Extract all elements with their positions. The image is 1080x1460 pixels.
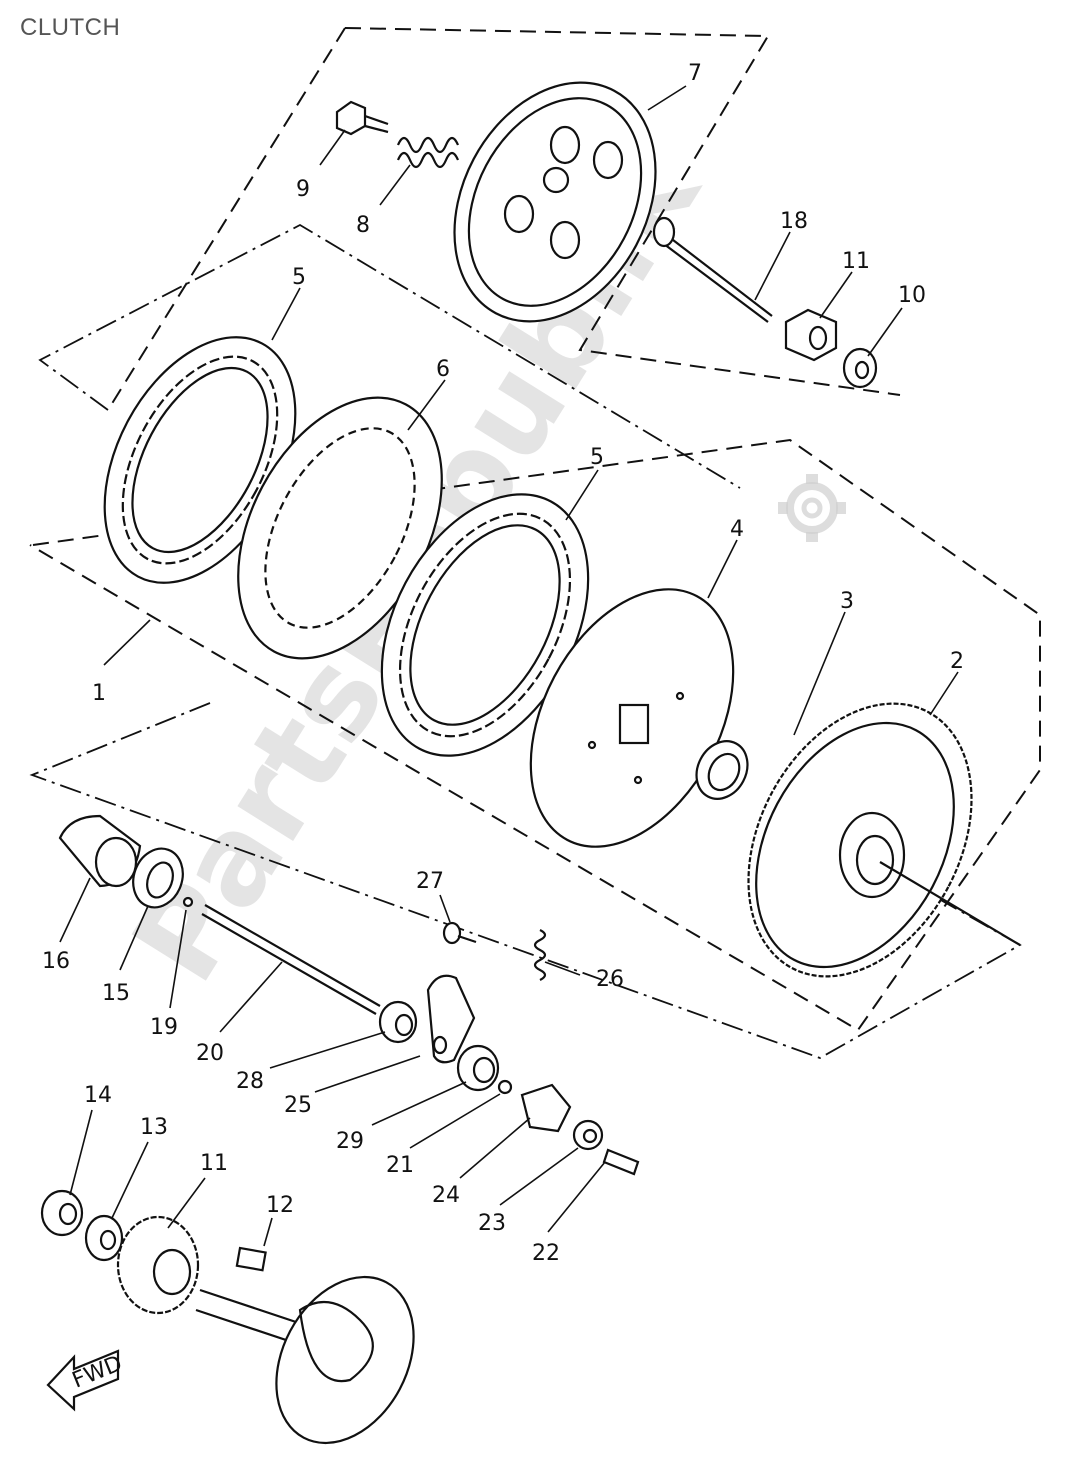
callout-23: 23 xyxy=(478,1211,506,1236)
leader-lines xyxy=(59,85,959,1247)
callout-labels: 7 9 8 18 11 10 5 6 5 4 3 2 1 16 15 19 20… xyxy=(42,61,964,1266)
callout-5-left: 5 xyxy=(292,265,306,290)
callout-17: 16 xyxy=(42,949,70,974)
lock-washer xyxy=(842,347,878,389)
callout-1: 1 xyxy=(92,681,106,706)
callout-20: 20 xyxy=(196,1041,224,1066)
collar xyxy=(378,1000,418,1044)
callout-28: 28 xyxy=(236,1069,264,1094)
callout-19: 19 xyxy=(150,1015,178,1040)
callout-11: 11 xyxy=(842,249,870,274)
key xyxy=(235,1246,267,1272)
push-lever xyxy=(426,974,476,1064)
nut xyxy=(784,308,838,362)
thrust-washer xyxy=(695,740,749,800)
callout-15: 14 xyxy=(84,1083,112,1108)
callout-2: 2 xyxy=(950,649,964,674)
clutch-plate xyxy=(237,396,443,660)
callout-4: 4 xyxy=(730,517,744,542)
clutch-spring xyxy=(396,136,460,169)
callout-16: 15 xyxy=(102,981,130,1006)
adjuster xyxy=(520,1083,572,1133)
oil-seal xyxy=(456,1044,500,1092)
callout-6: 6 xyxy=(436,357,450,382)
callout-24: 24 xyxy=(432,1183,460,1208)
callout-5-right: 5 xyxy=(590,445,604,470)
return-spring xyxy=(533,929,547,981)
callout-7: 7 xyxy=(688,61,702,86)
callout-14: 13 xyxy=(140,1115,168,1140)
primary-driven-gear xyxy=(747,702,1021,978)
callout-13: 12 xyxy=(266,1193,294,1218)
callout-21: 21 xyxy=(386,1153,414,1178)
push-rod xyxy=(652,216,773,323)
clutch-bolt xyxy=(335,100,389,136)
callout-22: 22 xyxy=(532,1241,560,1266)
pressure-plate xyxy=(453,81,657,323)
adjusting-screw xyxy=(602,1148,640,1176)
primary-drive-gear xyxy=(116,1215,200,1315)
drive-washer xyxy=(84,1214,124,1262)
callout-9: 9 xyxy=(296,177,310,202)
steel-ball xyxy=(182,896,194,908)
gear-icon xyxy=(778,474,846,542)
callout-12: 11 xyxy=(200,1151,228,1176)
screw xyxy=(442,921,477,945)
fwd-arrow-icon: FWD xyxy=(46,1349,126,1412)
crank-nut xyxy=(40,1189,84,1237)
callout-8: 8 xyxy=(356,213,370,238)
callout-27: 27 xyxy=(416,869,444,894)
callout-25: 25 xyxy=(284,1093,312,1118)
callout-26: 26 xyxy=(596,967,624,992)
callout-18: 18 xyxy=(780,209,808,234)
push-rod-long xyxy=(201,904,381,1015)
lock-nut xyxy=(572,1119,604,1151)
bushing xyxy=(58,814,142,888)
callout-10: 10 xyxy=(898,283,926,308)
ball-small xyxy=(497,1079,513,1095)
callout-29: 29 xyxy=(336,1129,364,1154)
callout-3: 3 xyxy=(840,589,854,614)
crankshaft xyxy=(195,1275,415,1445)
diagram-title: CLUTCH xyxy=(20,14,121,41)
